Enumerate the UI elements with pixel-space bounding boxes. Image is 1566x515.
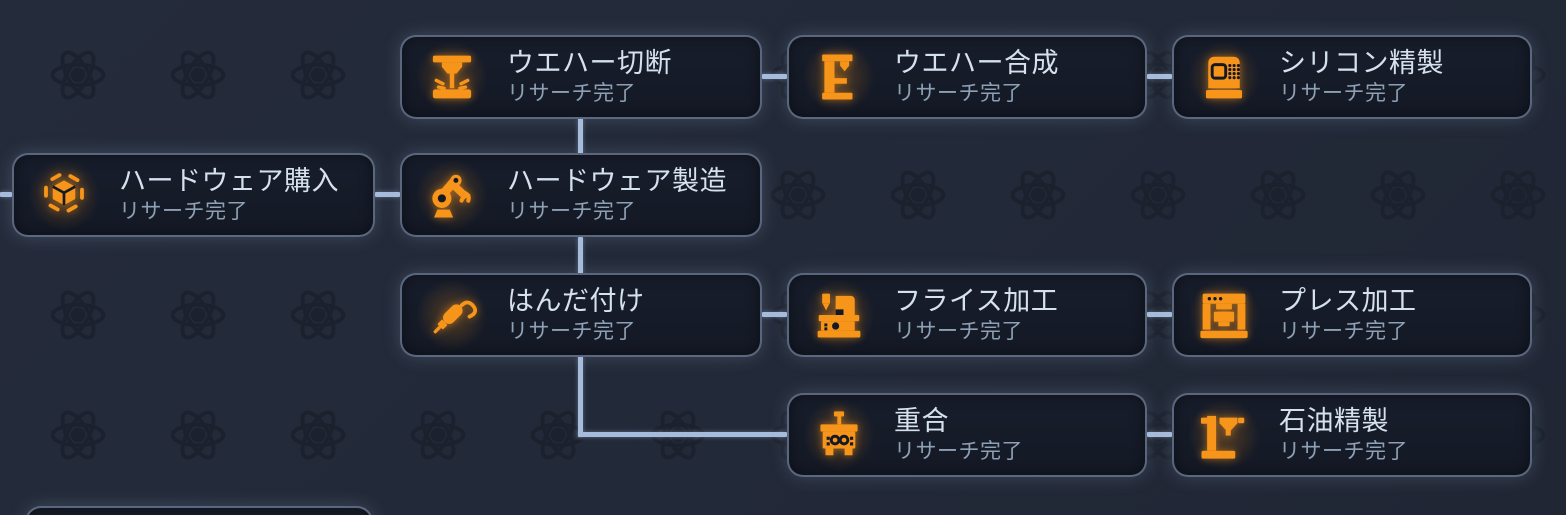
atom-icon xyxy=(169,46,227,104)
tech-node-status: リサーチ完了 xyxy=(894,320,1023,344)
atom-icon xyxy=(1369,166,1427,224)
milling-machine-icon xyxy=(802,278,876,352)
tech-node-wafer-cutting[interactable]: ウエハー切断 リサーチ完了 xyxy=(400,35,762,119)
atom-icon xyxy=(289,406,347,464)
atom-icon xyxy=(289,286,347,344)
atom-icon xyxy=(169,406,227,464)
tech-node-hardware-purchase[interactable]: ハードウェア購入 リサーチ完了 xyxy=(12,153,375,237)
tech-node-hardware-manufacturing[interactable]: ハードウェア製造 リサーチ完了 xyxy=(400,153,762,237)
tech-node-status: リサーチ完了 xyxy=(507,200,636,224)
tech-node-silicon-refining[interactable]: シリコン精製 リサーチ完了 xyxy=(1172,35,1532,119)
connector-line xyxy=(578,432,787,437)
atom-icon xyxy=(169,286,227,344)
atom-icon xyxy=(49,406,107,464)
tech-node-wafer-synthesis[interactable]: ウエハー合成 リサーチ完了 xyxy=(787,35,1147,119)
atom-icon xyxy=(1489,166,1547,224)
tech-node-status: リサーチ完了 xyxy=(507,320,636,344)
tech-node-title: ハードウェア製造 xyxy=(507,165,727,196)
connector-line xyxy=(578,356,583,437)
hardware-purchase-icon xyxy=(27,158,101,232)
atom-icon xyxy=(49,46,107,104)
tech-node-soldering[interactable]: はんだ付け リサーチ完了 xyxy=(400,273,762,357)
tech-node-title: 石油精製 xyxy=(1279,405,1389,436)
tech-node-title: ウエハー合成 xyxy=(894,47,1059,78)
soldering-iron-icon xyxy=(415,278,489,352)
press-machine-icon xyxy=(1187,278,1261,352)
connector-line xyxy=(578,237,583,274)
tech-node-status: リサーチ完了 xyxy=(119,200,248,224)
atom-icon xyxy=(889,166,947,224)
tech-node-status: リサーチ完了 xyxy=(507,82,636,106)
wafer-synthesis-icon xyxy=(802,40,876,114)
connector-line xyxy=(0,192,12,197)
polymerization-machine-icon xyxy=(802,398,876,472)
tech-node-milling[interactable]: フライス加工 リサーチ完了 xyxy=(787,273,1147,357)
tech-node-title: はんだ付け xyxy=(507,285,645,316)
atom-icon xyxy=(1009,166,1067,224)
atom-icon xyxy=(1129,166,1187,224)
tech-node-title: シリコン精製 xyxy=(1279,47,1444,78)
atom-icon xyxy=(1249,166,1307,224)
tech-node-status: リサーチ完了 xyxy=(1279,440,1408,464)
connector-line xyxy=(1147,432,1172,437)
connector-line xyxy=(762,312,787,317)
tech-node-press-working[interactable]: プレス加工 リサーチ完了 xyxy=(1172,273,1532,357)
tech-node-oil-refining[interactable]: 石油精製 リサーチ完了 xyxy=(1172,393,1532,477)
tech-node-status: リサーチ完了 xyxy=(1279,82,1408,106)
oil-refining-icon xyxy=(1187,398,1261,472)
connector-line xyxy=(1147,74,1172,79)
tech-node-status: リサーチ完了 xyxy=(894,82,1023,106)
tech-node-title: ウエハー切断 xyxy=(507,47,672,78)
tech-node-title: プレス加工 xyxy=(1279,285,1417,316)
tech-node-status: リサーチ完了 xyxy=(894,440,1023,464)
connector-line xyxy=(762,74,787,79)
atom-icon xyxy=(409,406,467,464)
tech-node-partial-bottom[interactable] xyxy=(25,506,373,515)
tech-node-title: 重合 xyxy=(894,405,949,436)
tech-node-status: リサーチ完了 xyxy=(1279,320,1408,344)
atom-icon xyxy=(769,166,827,224)
atom-icon xyxy=(289,46,347,104)
wafer-cutting-icon xyxy=(415,40,489,114)
tech-node-polymerization[interactable]: 重合 リサーチ完了 xyxy=(787,393,1147,477)
atom-icon xyxy=(49,286,107,344)
connector-line xyxy=(375,192,400,197)
robot-arm-icon xyxy=(415,158,489,232)
connector-line xyxy=(578,118,583,154)
connector-line xyxy=(1147,312,1172,317)
tech-node-title: ハードウェア購入 xyxy=(119,165,339,196)
silicon-refining-icon xyxy=(1187,40,1261,114)
tech-node-title: フライス加工 xyxy=(894,285,1059,316)
